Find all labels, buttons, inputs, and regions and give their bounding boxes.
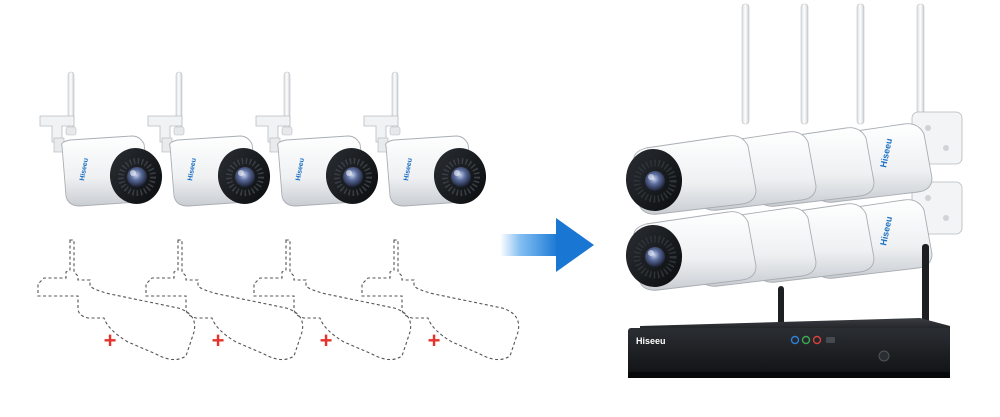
plus-icon: + xyxy=(428,328,441,353)
camera-3: Hiseeu xyxy=(256,72,382,207)
antenna-group xyxy=(741,3,925,125)
placeholder-slot-4: + xyxy=(361,239,520,361)
placeholder-slot-2: + xyxy=(145,239,304,361)
plus-icon: + xyxy=(104,328,117,353)
camera-4: Hiseeu xyxy=(364,72,490,207)
placeholder-slot-3: + xyxy=(253,239,412,361)
bundle-camera-top-1 xyxy=(623,136,756,215)
record-light-icon xyxy=(812,335,822,345)
placeholder-slot-1: + xyxy=(37,239,196,361)
camera-brand-label: Hiseeu xyxy=(79,158,90,182)
camera-brand-label: Hiseeu xyxy=(403,158,414,182)
plus-icon: + xyxy=(320,328,333,353)
camera-1: Hiseeu xyxy=(40,72,166,207)
camera-brand-label: Hiseeu xyxy=(295,158,306,182)
right-arrow-icon xyxy=(500,218,594,272)
power-button-icon xyxy=(878,350,890,362)
placeholder-row: + + + + xyxy=(37,239,520,361)
camera-kit-bundle: Hiseeu Hiseeu Hiseeu xyxy=(623,3,963,378)
status-light-icon xyxy=(790,335,800,345)
plus-icon: + xyxy=(212,328,225,353)
bundle-camera-bottom-1 xyxy=(623,212,756,291)
nvr-recorder: Hiseeu xyxy=(628,318,950,378)
camera-2: Hiseeu xyxy=(148,72,274,207)
usb-port-icon xyxy=(826,337,835,343)
network-light-icon xyxy=(801,335,811,345)
left-camera-row: Hiseeu Hiseeu Hiseeu Hiseeu xyxy=(40,72,490,207)
camera-brand-label: Hiseeu xyxy=(187,158,198,182)
nvr-brand-label: Hiseeu xyxy=(636,336,666,346)
